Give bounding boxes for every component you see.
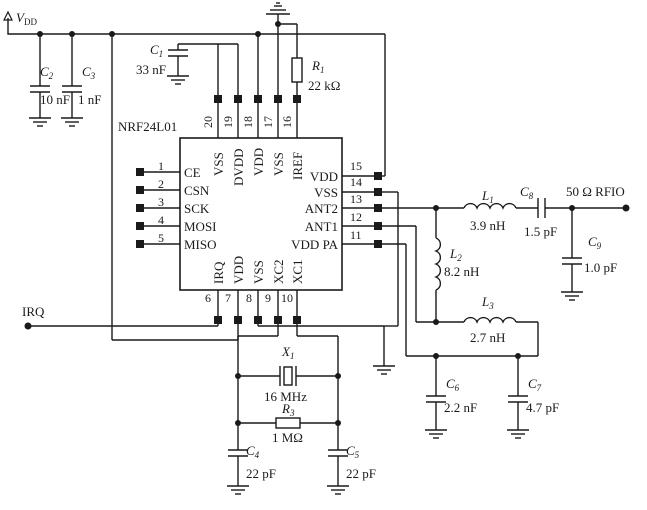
c8-value: 1.5 pF <box>524 224 557 239</box>
l1-value: 3.9 nH <box>470 218 505 233</box>
irq-label: IRQ <box>22 304 45 319</box>
vdd-label: VDD <box>16 10 37 27</box>
pin-3-number: 3 <box>158 195 164 209</box>
pin-6-number: 6 <box>205 291 211 305</box>
c1-value: 33 nF <box>136 62 166 77</box>
pin-4-number: 4 <box>158 213 164 227</box>
pin-15-label: VDD <box>310 169 338 184</box>
r3-label: R3 <box>281 401 295 418</box>
x1-value: 16 MHz <box>264 389 307 404</box>
nrf24l01-chip <box>179 137 343 291</box>
l2-value: 8.2 nH <box>444 264 479 279</box>
pin-11-label: VDD PA <box>291 237 338 252</box>
pin-4-label: MOSI <box>184 219 217 234</box>
pin-16-number: 16 <box>280 116 294 128</box>
pin-19-label: DVDD <box>231 148 246 186</box>
r1-value: 22 kΩ <box>308 78 340 93</box>
c4-label: C4 <box>246 443 260 460</box>
c3-label: C3 <box>82 64 96 81</box>
c7-value: 4.7 pF <box>526 400 559 415</box>
c3-value: 1 nF <box>78 92 101 107</box>
rf-network <box>382 198 630 439</box>
capacitor-c2 <box>28 31 52 127</box>
c5-label: C5 <box>346 443 360 460</box>
c5-value: 22 pF <box>346 466 376 481</box>
c6-label: C6 <box>446 376 460 393</box>
pin-7-label: VDD <box>231 256 246 284</box>
pin-8-label: VSS <box>251 260 266 284</box>
pin-19-number: 19 <box>221 116 235 128</box>
capacitor-c3 <box>60 31 84 127</box>
pin-12-number: 12 <box>350 210 362 224</box>
pin-12-label: ANT1 <box>305 219 338 234</box>
pin-6-label: IRQ <box>211 261 226 284</box>
c4-value: 22 pF <box>246 466 276 481</box>
pin8-ground <box>257 320 396 375</box>
pin-20-number: 20 <box>201 116 215 128</box>
pin-2-label: CSN <box>184 183 210 198</box>
r3-value: 1 MΩ <box>272 430 303 445</box>
c9-value: 1.0 pF <box>584 260 617 275</box>
l2-label: L2 <box>449 246 462 263</box>
irq-line <box>24 320 219 330</box>
rfio-label: 50 Ω RFIO <box>566 184 625 199</box>
pin-5-label: MISO <box>184 237 217 252</box>
pin-3-label: SCK <box>184 201 210 216</box>
pin-17-number: 17 <box>261 116 275 128</box>
crystal-network <box>226 320 350 495</box>
top-pin-stubs <box>214 95 301 138</box>
pin-8-number: 8 <box>246 291 252 305</box>
r1-label: R1 <box>311 58 324 75</box>
c8-label: C8 <box>520 184 534 201</box>
pin-5-number: 5 <box>158 231 164 245</box>
pin-7-number: 7 <box>225 291 231 305</box>
pin-10-label: XC1 <box>290 259 305 284</box>
pin-1-label: CE <box>184 165 201 180</box>
c1-label: C1 <box>150 42 163 59</box>
pin-9-number: 9 <box>265 291 271 305</box>
pin-20-label: VSS <box>211 152 226 176</box>
capacitor-c1 <box>166 43 218 85</box>
c2-label: C2 <box>40 64 54 81</box>
x1-label: X1 <box>281 344 294 361</box>
pin-14-label: VSS <box>314 185 338 200</box>
pin-18-label: VDD <box>251 148 266 176</box>
left-pin-stubs <box>136 168 180 248</box>
c9-label: C9 <box>588 234 602 251</box>
pin-13-number: 13 <box>350 192 362 206</box>
c7-label: C7 <box>528 376 542 393</box>
c6-value: 2.2 nF <box>444 400 477 415</box>
c2-value: 10 nF <box>40 92 70 107</box>
pin-17-label: VSS <box>271 152 286 176</box>
pin-10-number: 10 <box>281 291 293 305</box>
pin-1-number: 1 <box>158 159 164 173</box>
pin-2-number: 2 <box>158 177 164 191</box>
l3-value: 2.7 nH <box>470 330 505 345</box>
chip-name: NRF24L01 <box>118 119 177 134</box>
l3-label: L3 <box>481 294 494 311</box>
pin-14-number: 14 <box>350 175 362 189</box>
top-pin-wires <box>217 2 303 98</box>
pin-16-label: IREF <box>290 152 305 180</box>
pin-18-number: 18 <box>241 116 255 128</box>
vss-pin14 <box>382 191 399 327</box>
pin-13-label: ANT2 <box>305 201 338 216</box>
l1-label: L1 <box>481 188 494 205</box>
pin-15-number: 15 <box>350 159 362 173</box>
pin-9-label: XC2 <box>271 259 286 284</box>
right-pin-stubs <box>342 172 382 248</box>
pin-11-number: 11 <box>350 228 362 242</box>
